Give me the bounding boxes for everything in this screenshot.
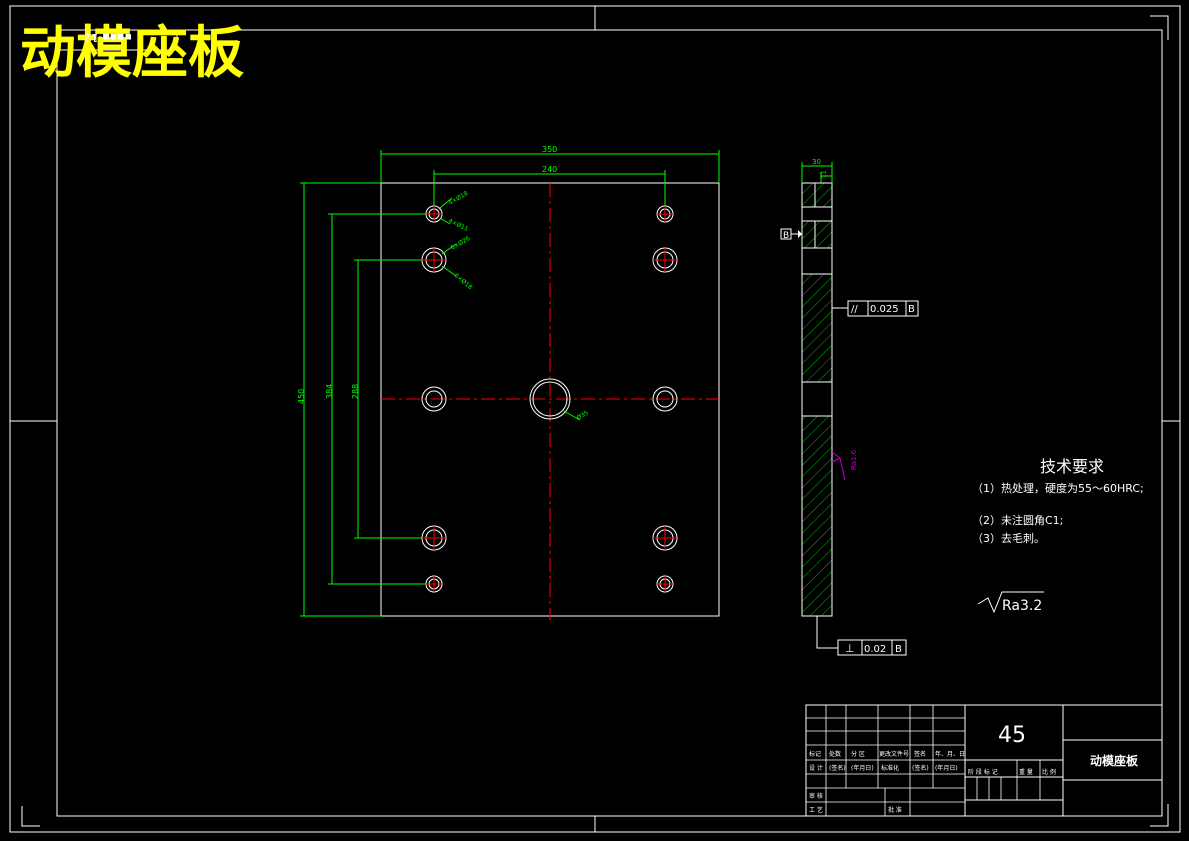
title-block [805, 704, 1163, 817]
dim-step: 11 [821, 170, 828, 178]
drawing-border [9, 5, 1181, 833]
general-roughness: Ra3.2 [977, 591, 1044, 614]
svg-text:签名: 签名 [914, 750, 926, 758]
datum-marker: B [780, 228, 802, 241]
center-hole [529, 378, 571, 420]
tech-requirements: 技术要求 （1）热处理，硬度为55～60HRC; （2）未注圆角C1; （3）去… [972, 457, 1144, 614]
perpendicularity-tolerance-frame: ⊥ 0.02 B [816, 616, 907, 656]
hole-mid-right [652, 386, 678, 412]
hole-center-marks [422, 206, 677, 592]
tech-item-3: （3）去毛刺。 [972, 532, 1045, 545]
svg-text:标记: 标记 [809, 750, 821, 758]
dim-h2: 288 [351, 384, 360, 399]
dim-hole-spacing-x: 240 [542, 165, 557, 174]
svg-text:更改文件号: 更改文件号 [879, 750, 909, 758]
svg-text:Ra3.2: Ra3.2 [1002, 598, 1042, 614]
svg-text:0.025: 0.025 [870, 304, 899, 315]
side-pocket-upper [801, 247, 833, 275]
side-pocket-center [801, 381, 833, 417]
hole-mid-left [421, 386, 447, 412]
svg-text:分 区: 分 区 [851, 750, 865, 758]
front-dimension-lines [300, 150, 720, 617]
svg-text:B: B [908, 304, 915, 315]
svg-text:(年月日): (年月日) [851, 764, 874, 772]
center-hole-label: Ø35 [576, 409, 590, 421]
svg-text:处数: 处数 [829, 750, 841, 758]
title-block-text: 标记 处数 分 区 更改文件号 签名 年、月、日 设 计 (签名) (年月日) … [809, 750, 1056, 814]
svg-text:审 核: 审 核 [809, 792, 823, 800]
side-view: 30 11 B Ra1.6 // 0.025 B [780, 158, 919, 656]
svg-text:阶 段 标 记: 阶 段 标 记 [968, 768, 998, 776]
front-view: 350 240 450 384 288 4×Ø18 4×Ø11 6×Ø26 6×… [297, 145, 720, 620]
svg-text:比 例: 比 例 [1042, 768, 1056, 776]
parallelism-tolerance-frame: // 0.025 B [832, 300, 919, 317]
svg-text:设 计: 设 计 [809, 764, 823, 772]
dim-width: 350 [542, 145, 557, 154]
svg-text:⊥: ⊥ [845, 642, 855, 655]
part-name-label: 动模座板 [1090, 753, 1139, 768]
hole-label-3: 6×Ø26 [450, 235, 472, 252]
svg-text:重 量: 重 量 [1019, 768, 1033, 776]
hole-label-2: 4×Ø11 [447, 217, 469, 232]
svg-text:年、月、日: 年、月、日 [935, 750, 965, 758]
svg-text:(年月日): (年月日) [935, 764, 958, 772]
material-label: 45 [998, 723, 1026, 748]
dim-height: 450 [297, 389, 306, 404]
svg-text:批 准: 批 准 [888, 806, 902, 814]
svg-text:0.02: 0.02 [864, 644, 886, 655]
tech-item-2: （2）未注圆角C1; [972, 513, 1063, 527]
hole-label-1: 4×Ø18 [448, 190, 470, 207]
drawing-number-tag: ▪▪▪▪-12 [84, 31, 132, 44]
hole-label-4: 6×Ø18 [453, 272, 474, 291]
svg-text:B: B [783, 231, 789, 241]
svg-text:(签名): (签名) [829, 764, 846, 772]
svg-text:Ra1.6: Ra1.6 [850, 449, 858, 470]
side-pocket-top [801, 206, 833, 222]
svg-text:标准化: 标准化 [881, 764, 899, 772]
svg-text:工 艺: 工 艺 [809, 806, 823, 814]
side-roughness-symbol: Ra1.6 [831, 449, 858, 481]
tech-heading: 技术要求 [1040, 457, 1104, 476]
svg-text:(签名): (签名) [912, 764, 929, 772]
svg-text://: // [851, 304, 858, 315]
tech-item-1: （1）热处理，硬度为55～60HRC; [972, 481, 1144, 495]
dim-thickness: 30 [812, 158, 821, 166]
drawing-title: 动模座板 [20, 20, 244, 86]
svg-text:B: B [895, 644, 902, 655]
dim-h1: 384 [325, 384, 334, 399]
side-dimension-lines [801, 162, 833, 183]
